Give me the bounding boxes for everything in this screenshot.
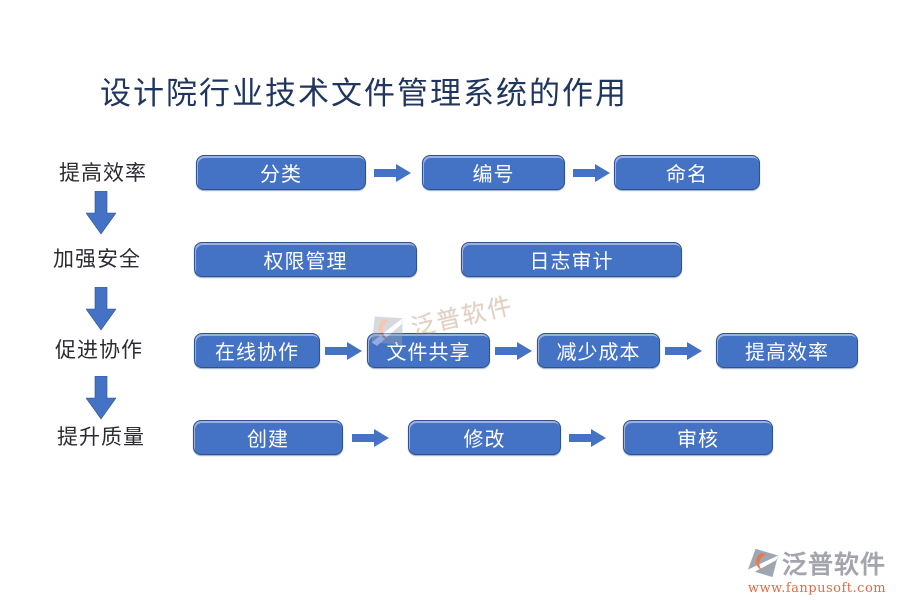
process-box: 命名 [614,155,760,190]
right-arrow-icon [352,429,389,447]
row-label-collaboration: 促进协作 [55,338,143,362]
right-arrow-icon [495,342,532,360]
right-arrow-icon [573,164,610,182]
process-box: 权限管理 [194,242,417,277]
process-box: 创建 [193,420,343,455]
process-box: 日志审计 [461,242,682,277]
down-arrow-icon [86,287,116,331]
fanpu-logo-icon [747,548,779,578]
right-arrow-icon [569,429,606,447]
row-label-security: 加强安全 [53,247,141,271]
row-label-efficiency: 提高效率 [59,161,147,185]
brand-url: www.fanpusoft.com [747,581,887,596]
brand-name: 泛普软件 [781,550,886,579]
process-box: 在线协作 [194,333,320,368]
brand-line: 泛普软件 [747,545,886,581]
row-label-quality: 提升质量 [57,425,145,449]
process-box: 提高效率 [716,333,858,368]
brand-footer: 泛普软件 www.fanpusoft.com [742,545,892,596]
process-box: 分类 [196,155,366,190]
right-arrow-icon [374,164,411,182]
process-box: 编号 [422,155,565,190]
process-box: 审核 [623,420,773,455]
process-box: 减少成本 [537,333,660,368]
down-arrow-icon [86,191,116,235]
page-title: 设计院行业技术文件管理系统的作用 [100,76,628,112]
right-arrow-icon [325,342,362,360]
process-box: 修改 [408,420,561,455]
right-arrow-icon [665,342,702,360]
process-box: 文件共享 [367,333,490,368]
down-arrow-icon [86,376,116,420]
